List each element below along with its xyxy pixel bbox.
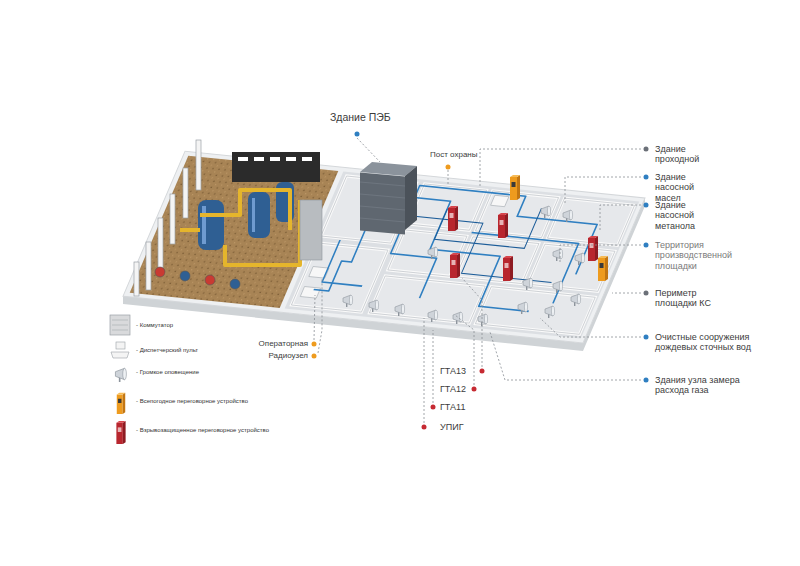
unit-callout: УПИГ — [440, 422, 464, 432]
fence-lines — [291, 176, 634, 334]
loudspeakers — [343, 206, 585, 326]
explosionproof-intercom-icon — [116, 421, 125, 444]
building-callout: Здание насосной масел — [655, 172, 711, 203]
building-callout: Здание насосной метанола — [655, 200, 711, 231]
unit-callout: ГТА11 — [440, 402, 465, 412]
leader-dots — [312, 132, 649, 430]
legend-icons — [110, 315, 130, 444]
guard-post — [491, 195, 509, 206]
peb-building — [360, 162, 417, 234]
legend-text: - Диспетчерский пульт — [136, 347, 198, 354]
legend-text: - Взрывозащищенное переговорное устройст… — [136, 427, 269, 434]
gas-equipment — [134, 140, 322, 296]
fence-sections — [291, 176, 634, 334]
building-callout: Здание проходной — [655, 144, 717, 165]
legend-text: - Всепогодное переговорное устройство — [136, 398, 248, 405]
cable-routes — [314, 180, 606, 315]
area-callout: Периметр площадки КС — [655, 288, 717, 309]
intercom-towers — [448, 175, 608, 281]
leader-lines — [314, 138, 641, 423]
radio-building — [300, 287, 320, 299]
room-callout: Радиоузел — [269, 351, 308, 360]
unit-callout: ГТА13 — [440, 366, 466, 376]
allweather-intercom-icon — [117, 393, 125, 414]
concrete-area — [285, 171, 640, 338]
building-callout: Здания узла замера расхода газа — [655, 375, 745, 396]
console-icon — [111, 342, 129, 358]
building-callout: Здание ПЭБ — [330, 111, 391, 123]
area-callout: Территория производственной площадки — [655, 240, 755, 271]
room-callout: Операторная — [259, 339, 308, 348]
building-callout: Пост охраны — [430, 150, 478, 159]
cooling-unit — [232, 152, 320, 182]
speaker-icon — [115, 368, 126, 382]
unit-callout: ГТА12 — [440, 384, 466, 394]
legend-text: - Коммутатор — [136, 322, 173, 329]
legend-text: - Громкое оповещение — [136, 369, 199, 376]
switch-icon — [110, 315, 130, 335]
building-callout: Очистные сооружения дождевых сточных вод — [655, 332, 773, 353]
